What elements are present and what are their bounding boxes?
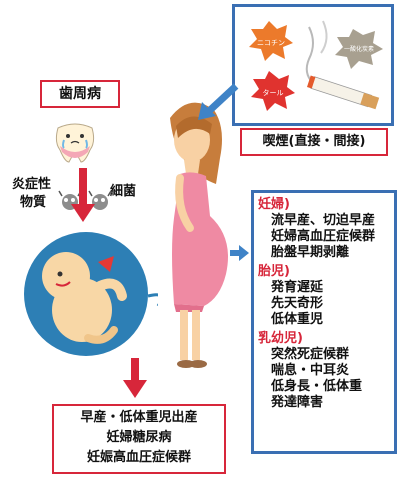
effect-item: 発育遅延 [271,280,324,295]
effect-item: 先天奇形 [271,296,324,311]
tar-cloud: タール [251,71,295,111]
carbon-monoxide-cloud: 一酸化炭素 [335,29,383,69]
periodontal-disease-label: 歯周病 [40,80,120,108]
nicotine-label: ニコチン [257,39,285,47]
effect-group-pregnant: 妊婦) 流早産、切迫早産 妊婦高血圧症候群 胎盤早期剥離 [258,197,394,261]
fetus-illustration [24,232,158,356]
outcome-line-2: 妊婦糖尿病 [106,430,172,445]
red-down-arrow-bottom [123,358,147,398]
pregnancy-outcomes-box: 早産・低体重児出産 妊婦糖尿病 妊娠高血圧症候群 [52,404,226,474]
bacteria-label: 細菌 [110,184,137,199]
smoking-label: 喫煙(直接・間接) [240,128,388,156]
effect-group-infant: 乳幼児) 突然死症候群 喘息・中耳炎 低身長・低体重 発達障害 [258,331,394,411]
effect-item: 低身長・低体重 [271,379,363,394]
effect-group-title: 乳幼児) [258,331,303,346]
pregnant-woman-illustration [170,102,228,368]
effect-group-title: 胎児) [258,264,290,279]
nicotine-cloud: ニコチン [249,21,293,61]
effect-item: 胎盤早期剥離 [271,245,350,260]
effect-item: 妊婦高血圧症候群 [271,229,376,244]
outcome-line-3: 妊娠高血圧症候群 [86,450,191,465]
inflammatory-line-2: 物質 [20,195,47,210]
effect-group-title: 妊婦) [258,197,290,212]
effect-item: 突然死症候群 [271,347,350,362]
effect-group-fetus: 胎児) 発育遅延 先天奇形 低体重児 [258,264,394,328]
tar-label: タール [263,88,284,97]
carbon-monoxide-label: 一酸化炭素 [344,45,374,53]
effect-item: 低体重児 [271,312,324,327]
tooth-icon [55,123,95,163]
smoking-effects-box: 妊婦) 流早産、切迫早産 妊婦高血圧症候群 胎盤早期剥離 胎児) 発育遅延 先天… [251,190,397,454]
blue-arrow-effects [230,245,249,261]
effect-item: 喘息・中耳炎 [271,363,350,378]
red-down-arrow-top [71,168,95,222]
effect-item: 流早産、切迫早産 [271,213,376,228]
inflammatory-substance-label: 炎症性 物質 [12,176,51,212]
smoking-illustration-box: ニコチン 一酸化炭素 タール [232,4,394,126]
effect-item: 発達障害 [271,395,324,410]
cigarette-icon [307,75,380,110]
bacteria-icon-right [88,190,112,210]
blue-arrow-smoking [198,83,239,120]
smoke-cloud-illustration: ニコチン 一酸化炭素 タール [249,20,383,111]
outcome-line-1: 早産・低体重児出産 [80,410,198,425]
inflammatory-line-1: 炎症性 [12,177,52,192]
